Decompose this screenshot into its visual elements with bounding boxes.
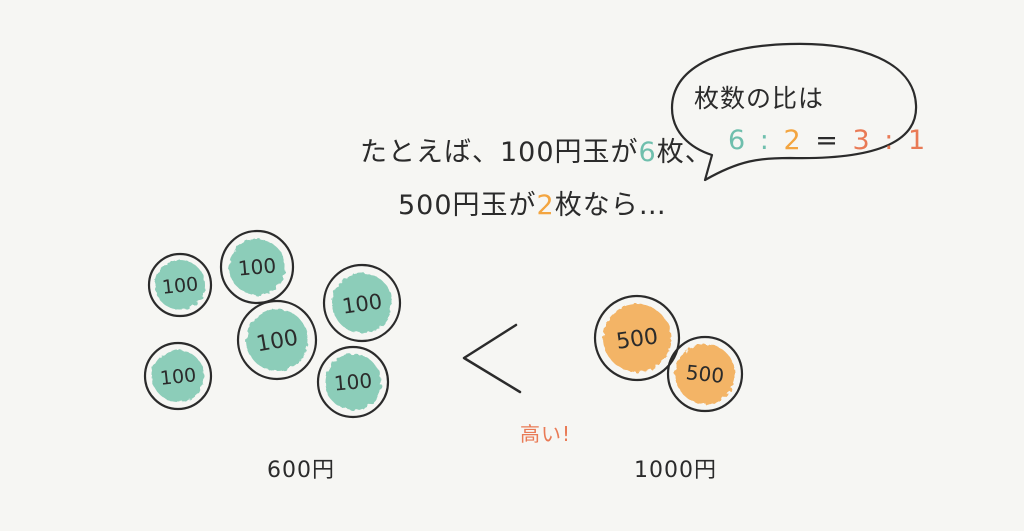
example-line-1-suffix: 枚、: [656, 137, 713, 168]
example-line-2-suffix: 枚なら…: [554, 190, 667, 221]
less-than-sign: [462, 323, 522, 394]
coin-100-count: 6: [638, 137, 657, 168]
higher-annotation: 高い!: [520, 422, 572, 446]
coin-500-count: 2: [536, 190, 555, 221]
ratio-d: 1: [907, 125, 929, 156]
coin-100-2: 100: [219, 229, 295, 305]
coin-100-label: 100: [159, 364, 197, 390]
ratio-colon-2: :: [884, 125, 897, 156]
ratio-equals: =: [815, 125, 841, 156]
coin-500-2: 500: [666, 335, 744, 413]
coin-100-5: 100: [143, 341, 213, 411]
example-line-2: 500円玉が2枚なら…: [398, 183, 667, 222]
coin-500-1: 500: [593, 294, 681, 382]
coin-100-label: 100: [237, 253, 277, 280]
coin-100-4: 100: [236, 299, 318, 381]
ratio-expression: 6 : 2 = 3 : 1: [728, 125, 928, 156]
coin-100-1: 100: [147, 252, 213, 318]
speech-bubble: [670, 42, 918, 182]
coin-100-label: 100: [161, 273, 199, 299]
coin-100-6: 100: [316, 345, 390, 419]
coin-500-label: 500: [615, 324, 660, 355]
example-line-2-prefix: 500円玉が: [398, 190, 537, 221]
bubble-title: 枚数の比は: [694, 84, 825, 113]
example-line-1: たとえば、100円玉が6枚、: [360, 130, 713, 169]
ratio-a: 6: [728, 125, 749, 156]
coin-100-3: 100: [322, 263, 402, 343]
coin-100-label: 100: [341, 289, 384, 318]
total-500-coins: 1000円: [634, 458, 717, 483]
ratio-b: 2: [783, 125, 804, 156]
coin-500-label: 500: [685, 360, 725, 388]
ratio-c: 3: [852, 125, 873, 156]
example-line-1-prefix: たとえば、100円玉が: [360, 137, 639, 168]
ratio-colon-1: :: [759, 125, 772, 156]
total-100-coins: 600円: [267, 458, 335, 483]
coin-100-label: 100: [333, 368, 373, 395]
